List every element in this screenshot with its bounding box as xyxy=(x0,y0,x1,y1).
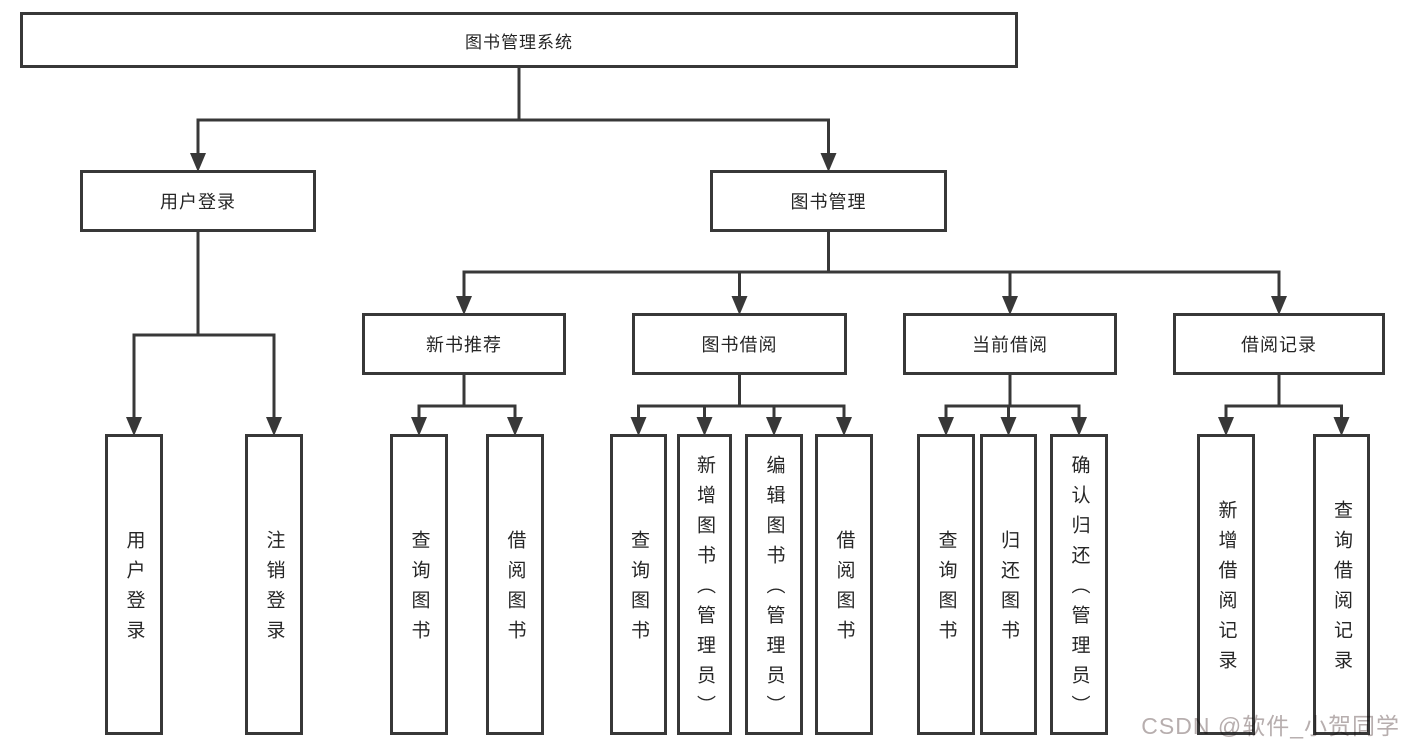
node-label: 归还图书 xyxy=(998,530,1019,650)
arrowhead-icon xyxy=(731,296,748,315)
node-book-mgmt: 图书管理 xyxy=(710,170,947,232)
arrowhead-icon xyxy=(411,417,427,436)
node-label: 借阅图书 xyxy=(833,530,855,650)
node-label: 注销登录 xyxy=(263,530,285,650)
arrowhead-icon xyxy=(938,417,954,436)
arrowhead-icon xyxy=(1000,417,1017,436)
node-label: 确认归还（管理员） xyxy=(1068,455,1090,725)
node-borrow-records: 借阅记录 xyxy=(1173,313,1385,375)
node-user-login: 用户登录 xyxy=(80,170,316,232)
arrowhead-icon xyxy=(766,417,782,436)
node-bb-query: 查询图书 xyxy=(610,434,667,735)
node-label: 图书管理 xyxy=(790,192,867,212)
arrowhead-icon xyxy=(1218,417,1234,436)
node-br-query: 查询借阅记录 xyxy=(1313,434,1370,735)
node-root: 图书管理系统 xyxy=(20,12,1018,68)
node-login-op: 用户登录 xyxy=(105,434,163,735)
arrowhead-icon xyxy=(1271,296,1287,315)
arrowhead-icon xyxy=(836,417,852,436)
csdn-watermark: CSDN @软件_小贺同学 xyxy=(1141,713,1400,739)
node-label: 新增图书（管理员） xyxy=(694,455,715,725)
node-label: 新书推荐 xyxy=(426,335,502,355)
node-label: 查询图书 xyxy=(408,530,430,650)
node-label: 借阅图书 xyxy=(504,530,526,650)
node-label: 当前借阅 xyxy=(972,335,1048,355)
node-cb-query: 查询图书 xyxy=(917,434,975,735)
arrowhead-icon xyxy=(696,417,713,436)
node-logout-op: 注销登录 xyxy=(245,434,303,735)
node-new-book-rec: 新书推荐 xyxy=(362,313,566,375)
node-label: 图书借阅 xyxy=(701,335,778,355)
node-label: 新增借阅记录 xyxy=(1215,500,1237,680)
node-bb-borrow: 借阅图书 xyxy=(815,434,873,735)
node-nb-borrow: 借阅图书 xyxy=(486,434,544,735)
node-cb-confirm: 确认归还（管理员） xyxy=(1050,434,1108,735)
node-label: 查询图书 xyxy=(628,530,649,650)
node-cb-return: 归还图书 xyxy=(980,434,1037,735)
arrowhead-icon xyxy=(1333,417,1350,436)
arrowhead-icon xyxy=(1002,296,1018,315)
arrowhead-icon xyxy=(126,417,142,436)
node-label: 用户登录 xyxy=(160,192,236,212)
node-label: 图书管理系统 xyxy=(465,32,573,52)
node-bb-edit: 编辑图书（管理员） xyxy=(745,434,803,735)
node-label: 编辑图书（管理员） xyxy=(763,455,785,725)
node-label: 查询图书 xyxy=(935,530,957,650)
node-br-add: 新增借阅记录 xyxy=(1197,434,1255,735)
arrowhead-icon xyxy=(630,417,647,436)
node-nb-query: 查询图书 xyxy=(390,434,448,735)
arrowhead-icon xyxy=(507,417,523,436)
arrowhead-icon xyxy=(266,417,282,436)
node-bb-add: 新增图书（管理员） xyxy=(677,434,732,735)
arrowhead-icon xyxy=(820,153,837,172)
arrowhead-icon xyxy=(456,296,472,315)
node-label: 查询借阅记录 xyxy=(1331,500,1352,680)
arrowhead-icon xyxy=(1071,417,1087,436)
arrowhead-icon xyxy=(190,153,206,172)
node-label: 用户登录 xyxy=(123,530,145,650)
node-current-borrow: 当前借阅 xyxy=(903,313,1117,375)
node-book-borrow: 图书借阅 xyxy=(632,313,847,375)
node-label: 借阅记录 xyxy=(1241,335,1317,355)
